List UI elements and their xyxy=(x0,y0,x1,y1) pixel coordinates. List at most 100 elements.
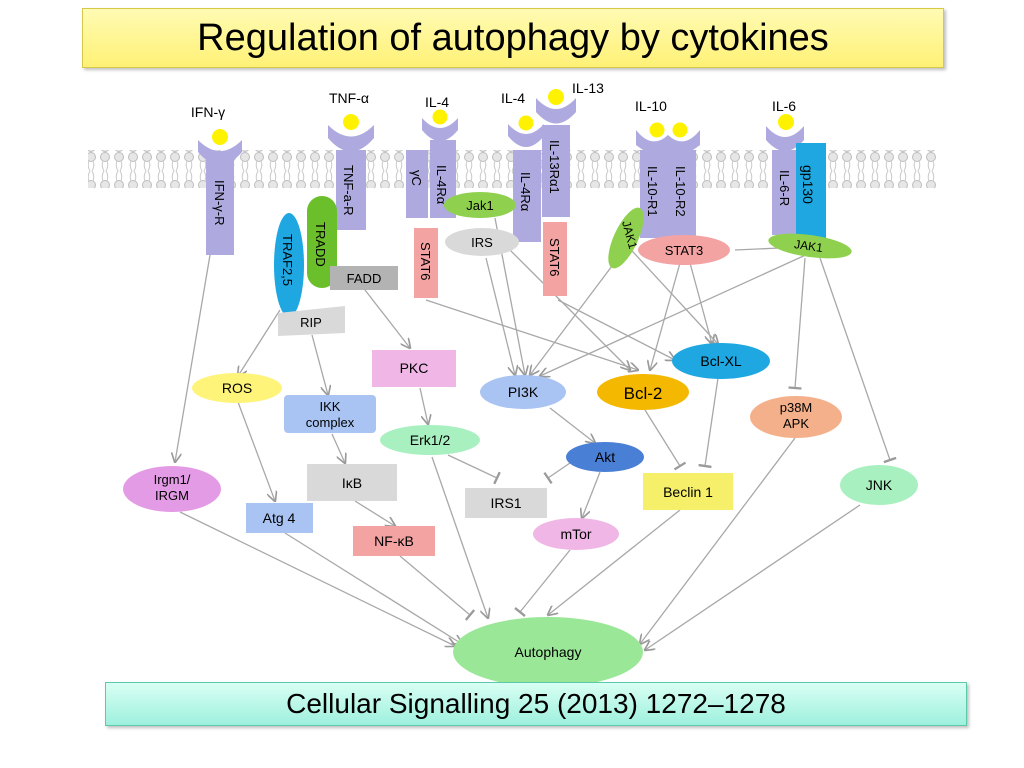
node-beclin1: Beclin 1 xyxy=(643,473,733,510)
svg-text:STAT6: STAT6 xyxy=(418,242,433,281)
edge-stat3-bcl2 xyxy=(650,262,681,370)
node-nfkb: NF-κB xyxy=(353,526,435,556)
label-il4-a: IL-4 xyxy=(425,94,449,110)
node-jak1-il6: JAK1 xyxy=(768,233,852,259)
edge-p38-autophagy xyxy=(640,437,796,644)
svg-text:Akt: Akt xyxy=(595,449,615,465)
node-traf25: TRAF2,5 xyxy=(274,213,304,317)
edge-stat6b-bclxl xyxy=(557,299,675,360)
edge-erk-irs1 xyxy=(447,454,501,485)
label-il4-b: IL-4 xyxy=(501,90,525,106)
node-rip: RIP xyxy=(278,306,345,336)
node-erk12: Erk1/2 xyxy=(380,425,480,455)
edge-ifnr-irgm xyxy=(175,254,211,462)
edge-erk-autophagy xyxy=(431,456,488,618)
node-irs: IRS xyxy=(445,228,519,256)
label-il4r-alpha-a: IL-4Rα xyxy=(434,165,449,205)
edge-jak1il6-pi3k xyxy=(540,252,811,376)
slide-title: Regulation of autophagy by cytokines xyxy=(82,8,944,68)
edge-pkc-erk xyxy=(419,387,428,424)
node-pkc: PKC xyxy=(372,350,456,387)
svg-text:Bcl-2: Bcl-2 xyxy=(624,384,663,403)
ligand-ifn-gamma xyxy=(212,129,228,145)
edge-rip-ikk xyxy=(311,334,328,395)
edge-ros-atg4 xyxy=(237,401,275,501)
label-gamma-c: γC xyxy=(409,170,424,186)
svg-text:Irgm1/: Irgm1/ xyxy=(154,472,191,487)
edge-jak1il10-bclxl xyxy=(621,239,718,344)
edge-jak1il6-p38 xyxy=(788,257,806,390)
node-irgm: Irgm1/ IRGM xyxy=(123,466,221,512)
label-il6: IL-6 xyxy=(772,98,796,114)
receptor-il10: IL-10 IL-10-R1 IL-10-R2 xyxy=(635,98,700,238)
node-jak1-il10: JAK1 xyxy=(608,207,644,269)
node-jnk: JNK xyxy=(840,465,918,505)
svg-text:ROS: ROS xyxy=(222,380,252,396)
label-il6-r: IL-6-R xyxy=(777,170,792,206)
ligand-il13 xyxy=(548,89,564,105)
edge-bcl2-beclin xyxy=(644,409,687,471)
svg-text:RIP: RIP xyxy=(300,315,322,330)
svg-text:PKC: PKC xyxy=(400,360,429,376)
svg-text:Bcl-XL: Bcl-XL xyxy=(700,353,741,369)
citation-banner: Cellular Signalling 25 (2013) 1272–1278 xyxy=(105,682,967,726)
edge-beclin-autophagy xyxy=(548,509,681,615)
signaling-edges xyxy=(175,217,897,650)
node-stat6-b: STAT6 xyxy=(543,222,567,296)
edge-traf-ros xyxy=(238,309,281,376)
svg-text:TRADD: TRADD xyxy=(313,222,328,267)
receptor-il6: IL-6 IL-6-R gp130 xyxy=(766,98,826,238)
receptor-tnf-alpha: TNF-α TNF-a-R xyxy=(328,90,374,230)
label-tnf-alpha: TNF-α xyxy=(329,90,369,106)
label-ifn-gamma: IFN-γ xyxy=(191,104,225,120)
edge-mtor-autophagy xyxy=(514,549,571,617)
edge-irgm-autophagy xyxy=(179,511,455,646)
svg-text:Atg 4: Atg 4 xyxy=(263,510,296,526)
receptor-ifn-gamma: IFN-γ IFN-γ-R xyxy=(191,104,242,255)
edge-akt-irs1 xyxy=(543,462,571,485)
node-jak1-il4: Jak1 xyxy=(444,192,516,218)
receptor-il4-il13: IL-4 IL-4Rα IL-13 IL-13Rα1 xyxy=(501,80,604,242)
edge-jnk-autophagy xyxy=(645,504,861,650)
edge-stat6-bcl2 xyxy=(425,299,638,370)
node-irs1: IRS1 xyxy=(465,488,547,518)
svg-text:IRS: IRS xyxy=(471,235,493,250)
edge-jak1il10-pi3k xyxy=(530,265,613,375)
ligand-il4-a xyxy=(432,109,448,125)
svg-text:JNK: JNK xyxy=(866,477,893,493)
edge-nfkb-autophagy xyxy=(399,555,476,621)
node-stat3: STAT3 xyxy=(638,235,730,265)
node-atg4: Atg 4 xyxy=(246,503,313,533)
svg-text:Autophagy: Autophagy xyxy=(515,644,582,660)
node-pi3k: PI3K xyxy=(480,375,566,409)
svg-text:JAK1: JAK1 xyxy=(793,237,824,255)
svg-text:p38M: p38M xyxy=(780,400,813,415)
edge-irs-bcl2 xyxy=(504,244,630,370)
svg-text:STAT3: STAT3 xyxy=(665,243,704,258)
ligand-tnf-alpha xyxy=(343,114,359,130)
edge-jak1il6-stat3-link xyxy=(734,247,781,251)
svg-text:PI3K: PI3K xyxy=(508,384,539,400)
svg-text:Beclin 1: Beclin 1 xyxy=(663,484,713,500)
node-akt: Akt xyxy=(566,442,644,472)
edge-ikk-ikb xyxy=(331,433,345,463)
svg-text:Jak1: Jak1 xyxy=(466,198,493,213)
svg-text:TRAF2,5: TRAF2,5 xyxy=(280,234,295,286)
edge-pi3k-akt xyxy=(549,407,595,443)
label-il10-r1: IL-10-R1 xyxy=(645,166,660,217)
svg-text:complex: complex xyxy=(306,415,355,430)
edge-akt-mtor xyxy=(582,471,601,518)
node-stat6-a: STAT6 xyxy=(414,228,438,298)
slide-title-text: Regulation of autophagy by cytokines xyxy=(197,16,829,59)
node-fadd: FADD xyxy=(330,266,398,290)
svg-text:IRS1: IRS1 xyxy=(490,495,521,511)
label-il13: IL-13 xyxy=(572,80,604,96)
node-p38mapk: p38M APK xyxy=(750,396,842,438)
svg-text:IKK: IKK xyxy=(320,399,341,414)
svg-text:APK: APK xyxy=(783,416,809,431)
svg-text:FADD: FADD xyxy=(347,271,382,286)
edge-irs-pi3k xyxy=(485,257,515,375)
node-ikb: IκB xyxy=(307,464,397,501)
node-ikk-complex: IKK complex xyxy=(284,395,376,433)
